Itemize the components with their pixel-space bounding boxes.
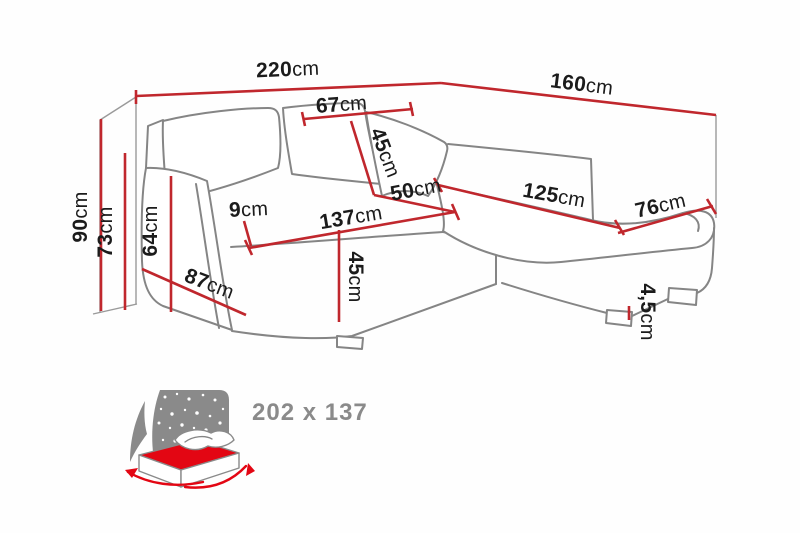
chaise-bottom-left-edge: [501, 282, 608, 314]
back-cushion-right: [365, 111, 449, 197]
dim-tick-76-right: [705, 198, 718, 215]
dim-tick-137-left: [243, 239, 254, 256]
dim-line-76: [617, 204, 714, 235]
dim-label-45-front: 45cm: [344, 251, 367, 302]
dim-line-125: [437, 183, 621, 230]
dimension-lines: [99, 81, 718, 322]
dim-line-220: [135, 81, 442, 98]
sofa-back-left-edge: [145, 119, 164, 169]
mattress-side-face: [180, 452, 240, 488]
blanket: [174, 429, 235, 451]
dim-label-125: 125cm: [521, 179, 587, 213]
dim-tick-50-right: [450, 203, 461, 221]
wall-left-top-edge: [99, 96, 137, 121]
dim-label-4-5: 4,5cm: [636, 283, 659, 340]
blanket-fold: [184, 435, 213, 443]
wall-left-floor-edge: [92, 303, 138, 315]
chaise-right-side-edge: [696, 227, 715, 294]
dim-label-67: 67cm: [315, 91, 368, 118]
dim-label-76: 76cm: [633, 189, 688, 223]
dim-line-45-back: [349, 120, 376, 196]
curtain-swoosh: [130, 401, 147, 462]
sofa-leg-front: [336, 335, 364, 350]
dim-line-87: [141, 267, 247, 317]
dim-label-160: 160cm: [549, 69, 615, 100]
chaise-leg-right: [667, 287, 698, 306]
chaise-back-strip: [447, 143, 594, 221]
length-arrow: [183, 464, 248, 489]
chaise-bottom-front-edge: [631, 297, 671, 317]
sofa-bed-icon: 202 x 137: [125, 390, 368, 489]
dim-label-64: 64cm: [139, 205, 162, 256]
dim-tick-67-left: [300, 111, 307, 127]
dim-line-67: [303, 107, 414, 121]
dim-label-73: 73cm: [94, 206, 117, 257]
dim-tick-125-left: [432, 177, 444, 193]
chaise-leg-front: [605, 309, 633, 327]
width-arrow-head: [125, 468, 138, 478]
length-arrow-head: [246, 463, 255, 476]
dim-label-9: 9cm: [228, 197, 268, 222]
dim-label-137: 137cm: [318, 201, 384, 234]
dim-line-9: [242, 220, 253, 247]
dim-line-160: [440, 81, 717, 117]
left-armrest-crease: [195, 183, 220, 329]
dim-label-50: 50cm: [388, 173, 443, 205]
dim-line-50: [373, 193, 456, 214]
dim-label-220: 220cm: [256, 57, 320, 83]
dim-line-137: [248, 210, 456, 250]
width-arrow: [126, 470, 205, 486]
dim-label-90: 90cm: [69, 191, 92, 242]
bed-size-caption: 202 x 137: [252, 399, 368, 426]
left-armrest: [140, 166, 233, 331]
dimension-labels: 220cm 160cm 90cm 73cm 64cm 67cm 45cm 50c…: [69, 57, 688, 341]
dim-tick-67-right: [408, 101, 415, 117]
